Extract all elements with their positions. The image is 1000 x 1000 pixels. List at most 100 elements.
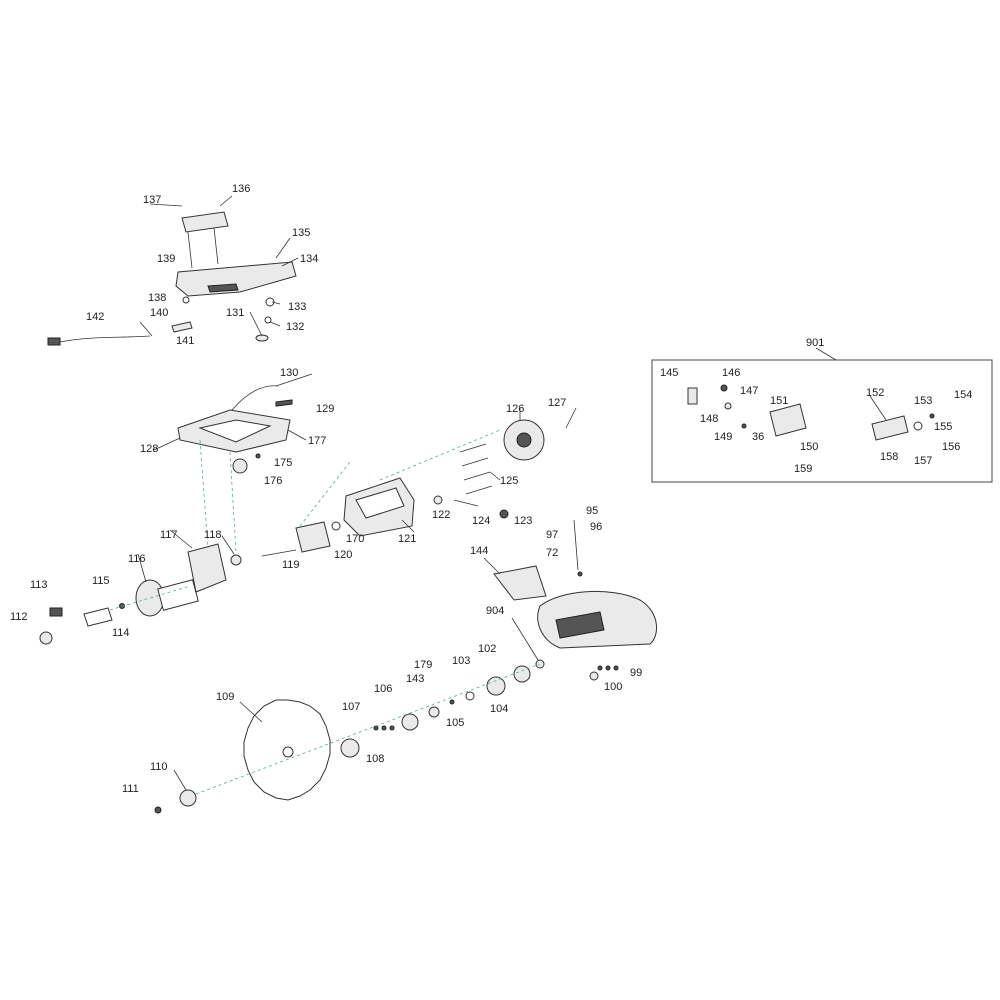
label-99: 99: [630, 667, 642, 679]
label-72: 72: [546, 547, 558, 559]
label-117: 117: [160, 529, 178, 541]
part-72-nut: [577, 571, 583, 577]
label-114: 114: [112, 627, 130, 639]
label-170: 170: [346, 533, 364, 545]
label-103: 103: [452, 655, 470, 667]
blade-guard-assembly: [493, 519, 658, 681]
label-142: 142: [86, 311, 104, 323]
label-96: 96: [590, 521, 602, 533]
label-156: 156: [942, 441, 960, 453]
cover-window: [198, 419, 272, 443]
label-145: 145: [660, 367, 678, 379]
inset-frame: [651, 359, 993, 483]
part-118-bearing: [230, 554, 242, 566]
end-cap-hub: [516, 432, 532, 448]
part-113-block: [49, 607, 63, 617]
label-175: 175: [274, 457, 292, 469]
label-125: 125: [500, 475, 518, 487]
part-133-nut: [265, 297, 275, 307]
label-123: 123: [514, 515, 532, 527]
label-100: 100: [604, 681, 622, 693]
part-111-bolt: [154, 806, 162, 814]
part-130-spring: [231, 385, 279, 411]
part-107-screws: [373, 725, 395, 731]
handle-assembly: [47, 211, 297, 346]
label-153: 153: [914, 395, 932, 407]
part-144-dust-chute: [493, 565, 547, 601]
part-123-cap: [499, 509, 509, 519]
inset-901-frame: [651, 359, 993, 483]
label-120: 120: [334, 549, 352, 561]
label-122: 122: [432, 509, 450, 521]
part-122-brush: [433, 495, 443, 505]
part-95-screw: [573, 519, 579, 571]
guard-label-panel: [555, 611, 605, 639]
label-176: 176: [264, 475, 282, 487]
part-108-outer-flange: [340, 738, 360, 758]
label-132: 132: [286, 321, 304, 333]
part-117-gear-housing: [187, 543, 227, 593]
label-36: 36: [752, 431, 764, 443]
label-138: 138: [148, 292, 166, 304]
label-112: 112: [10, 611, 28, 623]
label-151: 151: [770, 395, 788, 407]
label-115: 115: [92, 575, 110, 587]
part-129-pin: [275, 399, 293, 407]
label-133: 133: [288, 301, 306, 313]
part-147-washer: [724, 402, 732, 410]
label-134: 134: [300, 253, 318, 265]
plug-icon: [47, 337, 61, 346]
label-116: 116: [128, 553, 146, 565]
label-102: 102: [478, 643, 496, 655]
part-170-washer: [331, 521, 341, 531]
label-146: 146: [722, 367, 740, 379]
label-126: 126: [506, 403, 524, 415]
label-128: 128: [140, 443, 158, 455]
label-130: 130: [280, 367, 298, 379]
part-100-washer: [589, 671, 599, 681]
label-127: 127: [548, 397, 566, 409]
label-155: 155: [934, 421, 952, 433]
label-118: 118: [204, 529, 222, 541]
label-106: 106: [374, 683, 392, 695]
label-113: 113: [30, 579, 48, 591]
label-140: 140: [150, 307, 168, 319]
housing-cover-assembly: [177, 385, 293, 474]
part-134-handle-base: [175, 261, 297, 297]
part-110-clamp-washer: [179, 789, 197, 807]
label-177: 177: [308, 435, 326, 447]
part-146-nut: [720, 384, 728, 392]
label-109: 109: [216, 691, 234, 703]
part-36-screw: [741, 423, 747, 429]
part-99-screws: [597, 665, 619, 671]
label-901: 901: [806, 337, 824, 349]
label-143: 143: [406, 673, 424, 685]
part-105-bushing: [428, 706, 440, 718]
part-120-stator: [295, 521, 331, 553]
label-107: 107: [342, 701, 360, 713]
label-136: 136: [232, 183, 250, 195]
part-145-capacitor: [687, 387, 698, 405]
label-149: 149: [714, 431, 732, 443]
part-153-washer: [913, 421, 923, 431]
part-119-bolt: [261, 549, 297, 557]
label-108: 108: [366, 753, 384, 765]
label-147: 147: [740, 385, 758, 397]
label-129: 129: [316, 403, 334, 415]
part-152-bracket: [871, 415, 909, 441]
label-154: 154: [954, 389, 972, 401]
part-179-key: [449, 699, 455, 705]
part-112-bearing: [39, 631, 53, 645]
blade-arbor-hole: [282, 746, 294, 758]
label-139: 139: [157, 253, 175, 265]
part-103-gear: [486, 676, 506, 696]
label-904: 904: [486, 605, 504, 617]
label-159: 159: [794, 463, 812, 475]
label-119: 119: [282, 559, 300, 571]
label-110: 110: [150, 761, 168, 773]
leader-lines: [137, 195, 887, 791]
part-175-screw: [255, 453, 261, 459]
label-148: 148: [700, 413, 718, 425]
label-124: 124: [472, 515, 490, 527]
